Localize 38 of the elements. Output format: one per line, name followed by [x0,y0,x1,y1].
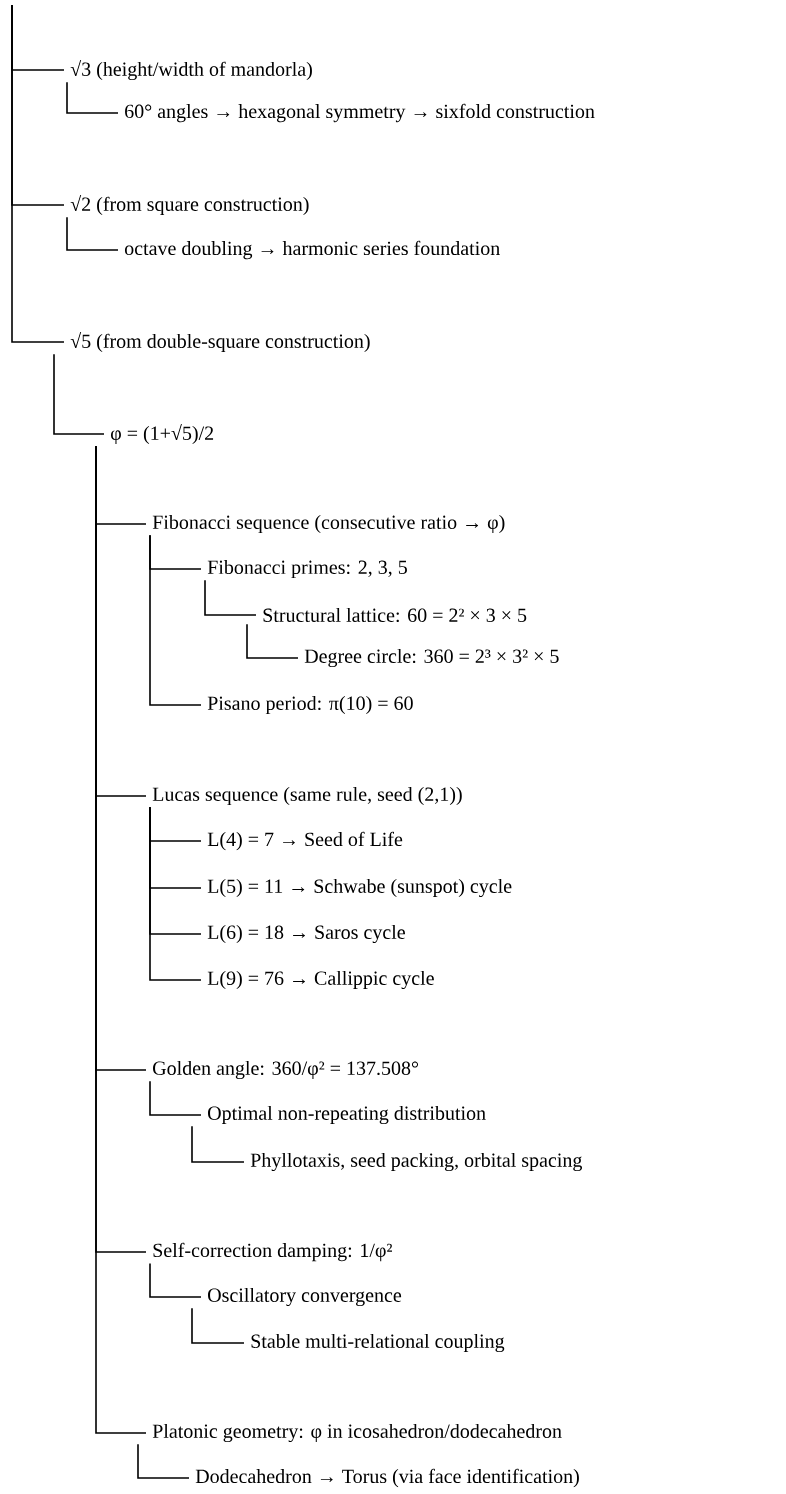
tree-item: √5 (from double-square construction) [70,331,370,353]
tree-item: Lucas sequence (same rule, seed (2,1)) [152,786,462,806]
tree-connector [149,534,202,706]
tree-item: Fibonacci sequence (consecutive ratio → φ) [152,514,505,534]
tree-item: L(5) = 11 → Schwabe (sunspot) cycle [207,878,512,898]
tree-connector [95,445,147,1434]
tree-item: Degree circle: 360 = 2³ × 3² × 5 [304,648,559,668]
tree-item: φ = (1+√5)/2 [110,423,214,445]
tree-item: Phyllotaxis, seed packing, orbital spacing [250,1152,582,1172]
tree-connector [246,623,299,659]
tree-item: Stable multi-relational coupling [251,1333,505,1353]
tree-connector [149,1080,202,1116]
tree-item: 60° angles → hexagonal symmetry → sixfold construction [125,103,595,123]
tree-connector [66,216,119,251]
tree-item: Pisano period: π(10) = 60 [207,695,413,715]
tree-connector [66,81,119,114]
tree-item: octave doubling → harmonic series foundation [124,240,500,260]
tree-connector [53,353,105,435]
tree-item: L(4) = 7 → Seed of Life [207,831,403,851]
tree-item: Self-correction damping: 1/φ² [153,1242,392,1262]
tree-connector [137,1443,190,1479]
tree-connector [149,806,202,981]
tree-item: L(6) = 18 → Saros cycle [207,924,405,944]
tree-connector [191,1307,245,1344]
tree-item: √2 (from square construction) [70,194,309,216]
tree-item: √3 (height/width of mandorla) [70,59,312,81]
tree-item: Platonic geometry: φ in icosahedron/dodecahedron [152,1423,562,1443]
tree-item: Structural lattice: 60 = 2² × 3 × 5 [263,607,527,623]
tree-item: Dodecahedron → Torus (via face identification) [195,1468,579,1488]
tree-item: Fibonacci primes: 2, 3, 5 [207,559,407,579]
tree-item: Oscillatory convergence [208,1287,402,1307]
tree-item: Golden angle: 360/φ² = 137.508° [153,1060,418,1080]
tree-connector [149,1262,202,1298]
tree-item: Optimal non-repeating distribution [208,1105,486,1125]
tree-connector [204,579,257,616]
tree-connector [191,1125,245,1163]
tree-connector [11,4,65,343]
tree-item: L(9) = 76 → Callippic cycle [207,970,434,990]
